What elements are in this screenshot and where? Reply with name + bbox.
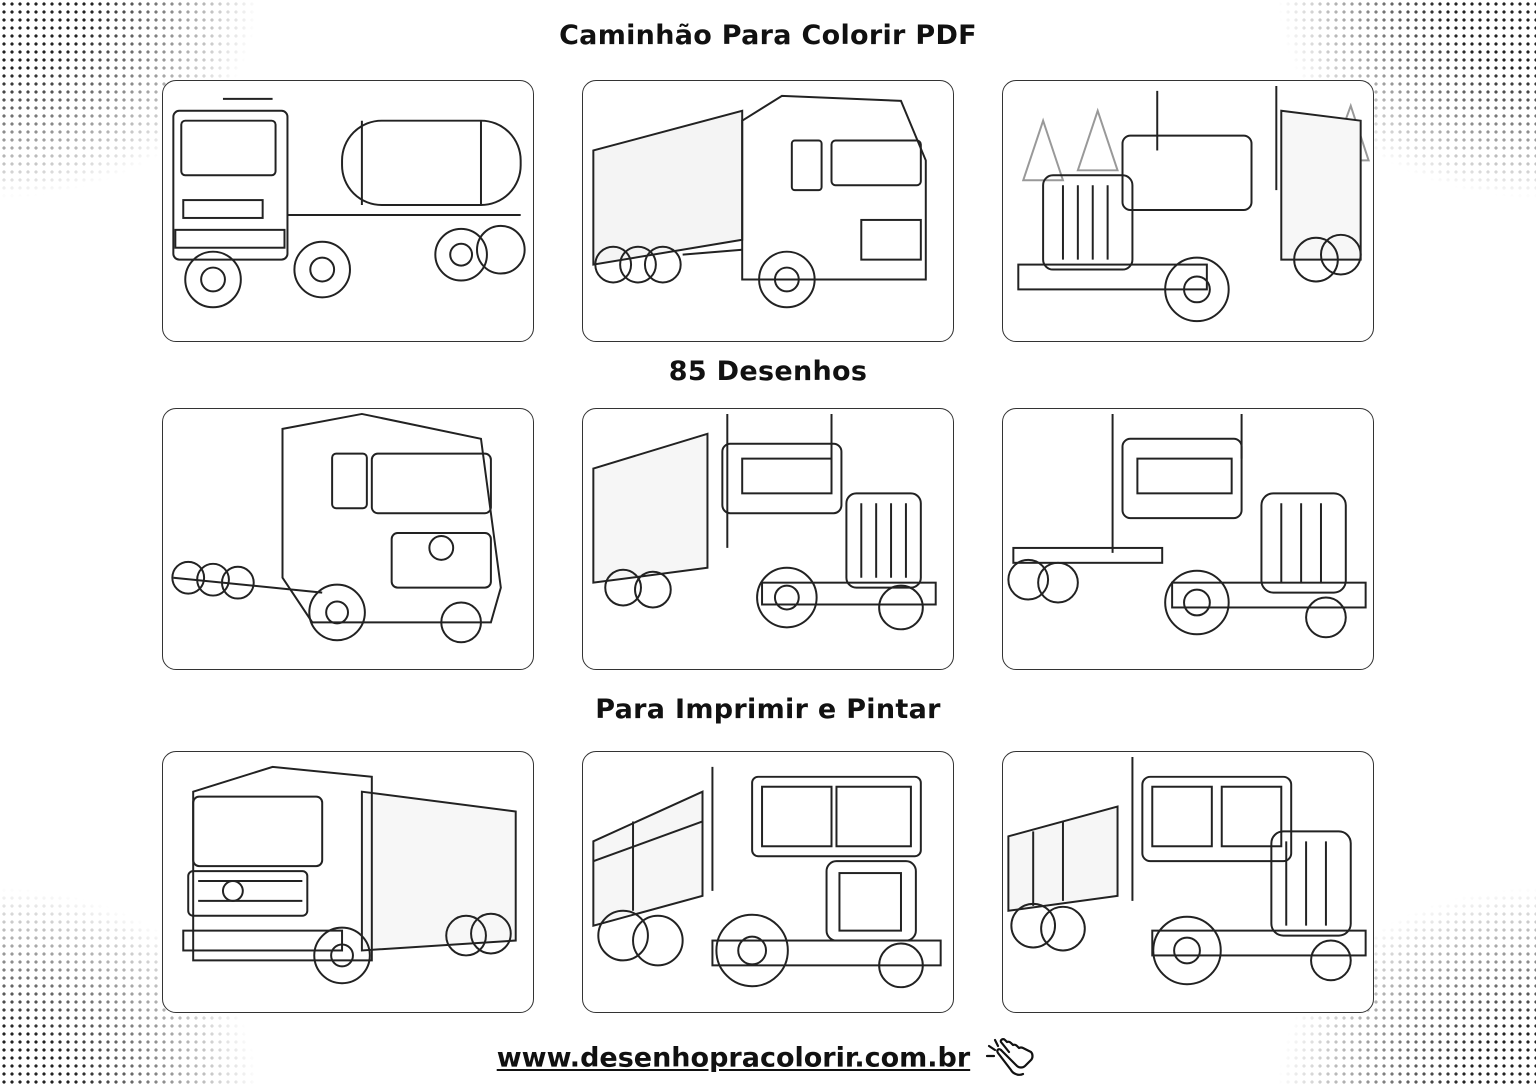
page-subtitle: Para Imprimir e Pintar <box>595 694 941 725</box>
card-flatbed-semi[interactable] <box>1002 408 1374 670</box>
card-tanker-truck[interactable] <box>162 80 534 342</box>
footer: www.desenhopracolorir.com.br <box>0 1036 1536 1080</box>
card-semi-truck-forest[interactable] <box>1002 80 1374 342</box>
tractor-unit-illustration <box>171 412 502 644</box>
card-box-truck[interactable] <box>162 751 534 1013</box>
pointing-hand-icon <box>986 1038 1034 1076</box>
card-semi-truck-trailer[interactable] <box>582 408 954 670</box>
semi-truck-trailer-illustration <box>592 413 937 631</box>
tanker-truck-illustration <box>172 97 526 309</box>
dump-truck-illustration <box>592 766 942 989</box>
semi-truck-forest-illustration <box>1017 85 1370 323</box>
card-box-trailer-truck[interactable] <box>582 80 954 342</box>
card-tractor-unit[interactable] <box>162 408 534 670</box>
box-truck-illustration <box>182 765 517 985</box>
box-trailer-truck-illustration <box>592 94 927 309</box>
card-dump-truck[interactable] <box>582 751 954 1013</box>
website-link[interactable]: www.desenhopracolorir.com.br <box>496 1042 971 1074</box>
card-flatbed-truck[interactable] <box>1002 751 1374 1013</box>
page-title: Caminhão Para Colorir PDF <box>559 20 977 51</box>
drawings-count: 85 Desenhos <box>668 356 868 387</box>
flatbed-semi-illustration <box>1007 413 1367 639</box>
flatbed-truck-illustration <box>1007 756 1367 986</box>
